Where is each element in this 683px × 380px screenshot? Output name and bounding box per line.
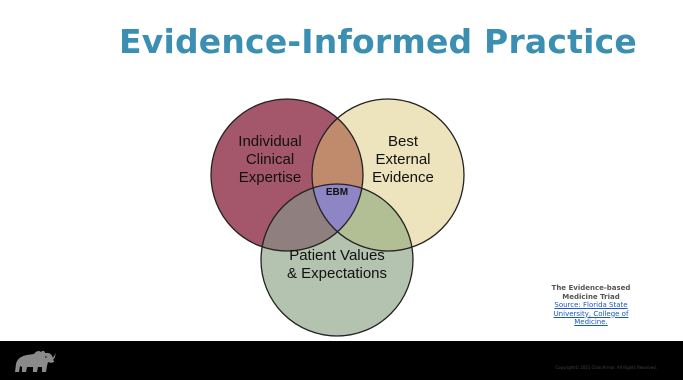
caption-title-line1: The Evidence-based xyxy=(551,284,631,292)
venn-diagram: Individual Clinical Expertise Best Exter… xyxy=(205,88,465,358)
label-patient-line2: & Expectations xyxy=(287,265,387,282)
label-ebm: EBM xyxy=(326,187,348,198)
footer-bar: Copyright© 2021 ClinicArmor. All Rights … xyxy=(0,341,683,380)
label-individual-line1: Individual xyxy=(238,133,301,150)
rhino-logo-icon xyxy=(12,346,56,376)
label-evidence-line3: Evidence xyxy=(372,169,434,186)
copyright-text: Copyright© 2021 ClinicArmor. All Rights … xyxy=(555,365,657,370)
label-evidence-line2: External xyxy=(375,151,430,168)
label-individual-line3: Expertise xyxy=(239,169,302,186)
source-link-line2[interactable]: University, College of xyxy=(553,309,629,318)
figure-caption: The Evidence-based Medicine Triad Source… xyxy=(531,284,651,327)
label-evidence-line1: Best xyxy=(388,133,419,150)
overlap-right-bottom xyxy=(312,184,413,251)
overlap-left-bottom xyxy=(261,184,363,251)
label-individual-line2: Clinical xyxy=(246,151,294,168)
source-link-line3[interactable]: Medicine. xyxy=(574,318,608,326)
source-link-line1[interactable]: Source: Florida State xyxy=(554,301,628,309)
caption-title-line2: Medicine Triad xyxy=(562,292,620,301)
slide-edge xyxy=(0,0,8,380)
label-patient-line1: Patient Values xyxy=(289,247,385,264)
slide-title: Evidence-Informed Practice xyxy=(119,22,637,61)
